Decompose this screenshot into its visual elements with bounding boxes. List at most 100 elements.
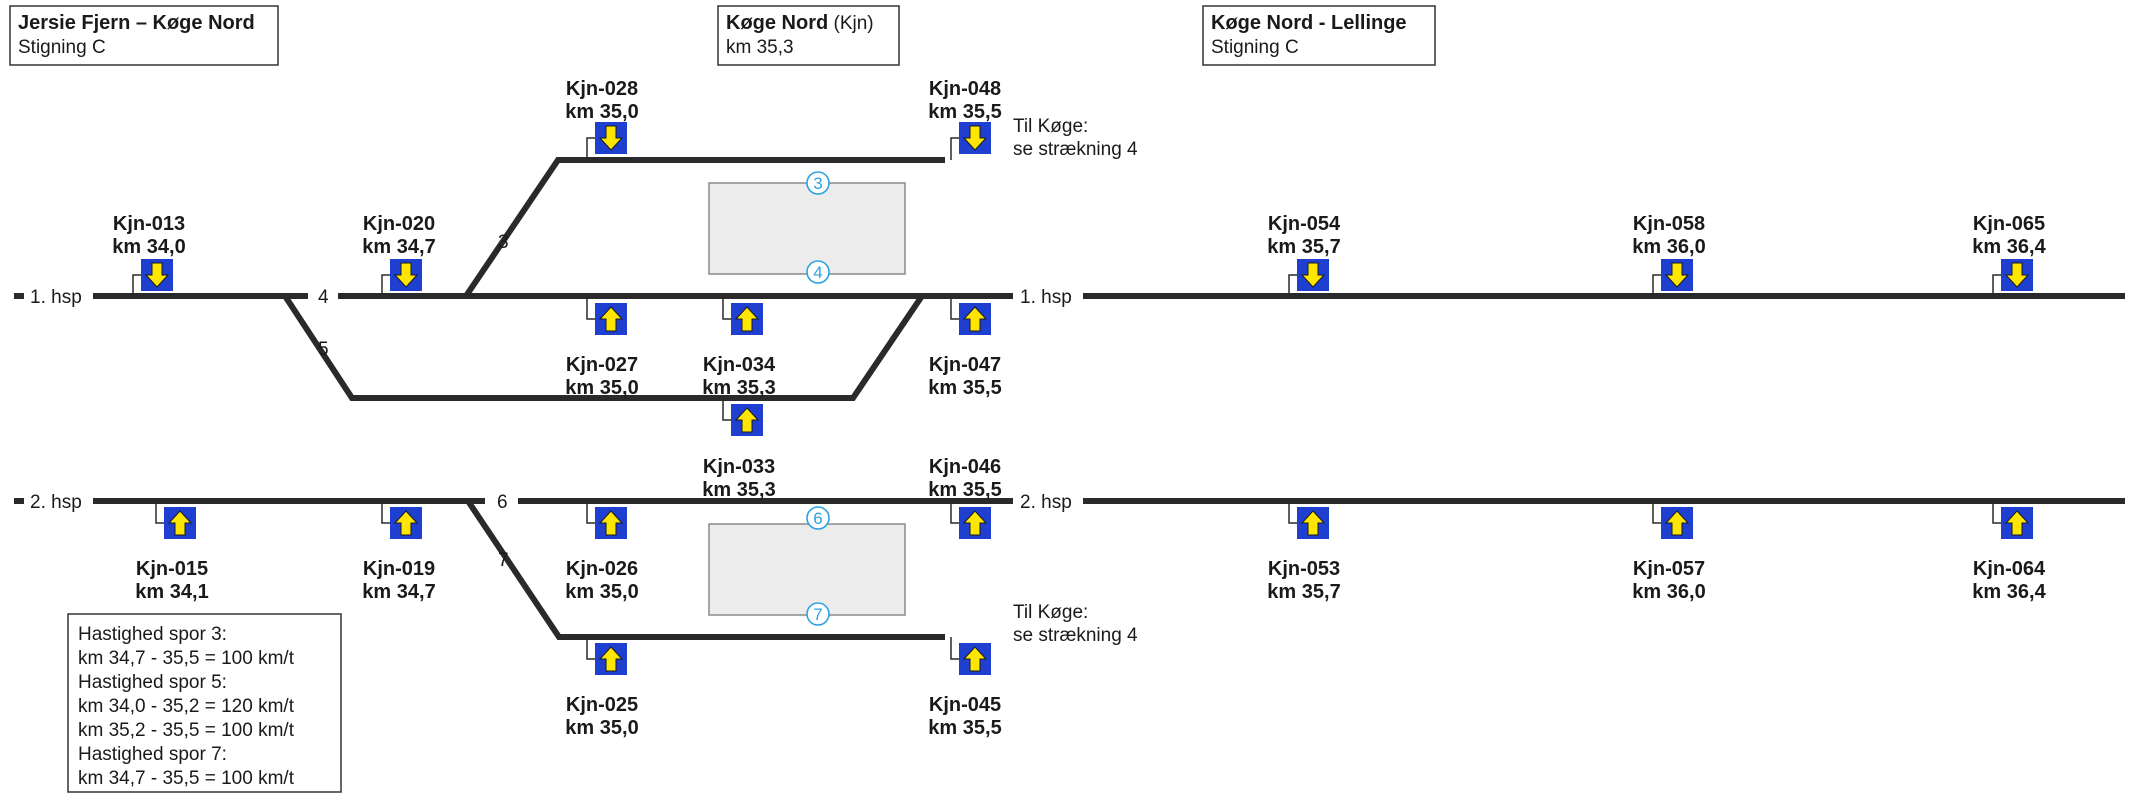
header-center-title: Køge Nord <box>726 12 828 34</box>
signal-km-label: km 34,0 <box>112 236 185 258</box>
arrow-up-icon <box>2004 510 2030 536</box>
speed-line-5: km 35,2 - 35,5 = 100 km/t <box>78 720 295 741</box>
signal-mast <box>950 296 959 320</box>
track-5 <box>282 294 925 401</box>
signal-km-label: km 36,0 <box>1632 236 1705 258</box>
track-number-5: 5 <box>318 339 329 360</box>
signal-km-label: km 35,5 <box>928 377 1001 399</box>
signal-id-label: Kjn-019 <box>363 558 435 580</box>
platform-number-4-text: 4 <box>813 263 822 282</box>
track-label-2hsp-right: 2. hsp <box>1020 492 1072 513</box>
signal-id-label: Kjn-046 <box>929 456 1001 478</box>
track-label-1hsp-right: 1. hsp <box>1020 287 1072 308</box>
signal-mast <box>722 398 731 421</box>
header-center-subtitle: km 35,3 <box>726 37 794 58</box>
signal-km-label: km 35,7 <box>1267 581 1340 603</box>
platform-number-4: 4 <box>806 260 830 284</box>
signal-mast <box>132 274 141 296</box>
signal-id-label: Kjn-015 <box>136 558 208 580</box>
speed-line-4: km 34,0 - 35,2 = 120 km/t <box>78 696 295 717</box>
signal-id-label: Kjn-064 <box>1973 558 2046 580</box>
signal-id-label: Kjn-053 <box>1268 558 1340 580</box>
platform-number-7-text: 7 <box>813 605 822 624</box>
signal-km-label: km 35,7 <box>1267 236 1340 258</box>
arrow-up-icon <box>393 510 419 536</box>
signal-km-label: km 34,7 <box>362 581 435 603</box>
track-label-1hsp-left: 1. hsp <box>30 287 82 308</box>
signal-mast <box>381 501 390 524</box>
arrow-down-icon <box>1300 262 1326 288</box>
header-center-title-suffix: (Kjn) <box>828 13 873 34</box>
track-label-2hsp-left: 2. hsp <box>30 492 82 513</box>
signal-id-label: Kjn-057 <box>1633 558 1705 580</box>
signal-mast <box>950 501 959 524</box>
signal-id-label: Kjn-058 <box>1633 213 1705 235</box>
arrow-up-icon <box>962 306 988 332</box>
platform-number-6: 6 <box>806 506 830 530</box>
arrow-up-icon <box>962 510 988 536</box>
speed-line-6: Hastighed spor 7: <box>78 744 227 765</box>
signal-id-label: Kjn-020 <box>363 213 435 235</box>
speed-line-1: Hastighed spor 3: <box>78 624 227 645</box>
platform-upper <box>708 182 906 275</box>
note-upper-line1: Til Køge: <box>1013 116 1088 137</box>
platform-lower <box>708 523 906 616</box>
arrow-up-icon <box>598 510 624 536</box>
header-right-subtitle: Stigning C <box>1211 37 1299 58</box>
arrow-up-icon <box>1300 510 1326 536</box>
signal-mast <box>1288 274 1297 296</box>
signal-mast <box>1992 501 2001 524</box>
signal-km-label: km 35,3 <box>702 479 775 501</box>
signal-mast <box>950 137 959 160</box>
arrow-down-icon <box>2004 262 2030 288</box>
signal-id-label: Kjn-034 <box>703 354 776 376</box>
signal-id-label: Kjn-045 <box>929 694 1001 716</box>
track-number-4: 4 <box>318 287 329 308</box>
signal-mast <box>586 501 595 524</box>
signal-mast <box>1652 274 1661 296</box>
signal-km-label: km 35,5 <box>928 717 1001 739</box>
arrow-up-icon <box>734 306 760 332</box>
signal-id-label: Kjn-033 <box>703 456 775 478</box>
signal-km-label: km 36,0 <box>1632 581 1705 603</box>
signal-km-label: km 36,4 <box>1972 581 2046 603</box>
platform-number-7: 7 <box>806 602 830 626</box>
signal-id-label: Kjn-025 <box>566 694 638 716</box>
signal-km-label: km 35,5 <box>928 479 1001 501</box>
note-upper-line2: se strækning 4 <box>1013 139 1138 160</box>
signal-id-label: Kjn-054 <box>1268 213 1341 235</box>
header-right-title: Køge Nord - Lellinge <box>1211 12 1407 34</box>
signal-id-label: Kjn-013 <box>113 213 185 235</box>
signal-id-label: Kjn-047 <box>929 354 1001 376</box>
signal-mast <box>586 296 595 320</box>
header-left-title: Jersie Fjern – Køge Nord <box>18 12 255 34</box>
track-3 <box>463 157 945 298</box>
arrow-up-icon <box>962 646 988 672</box>
signal-mast <box>950 637 959 660</box>
signal-mast <box>586 137 595 160</box>
note-lower-line1: Til Køge: <box>1013 602 1088 623</box>
signal-mast <box>1652 501 1661 524</box>
